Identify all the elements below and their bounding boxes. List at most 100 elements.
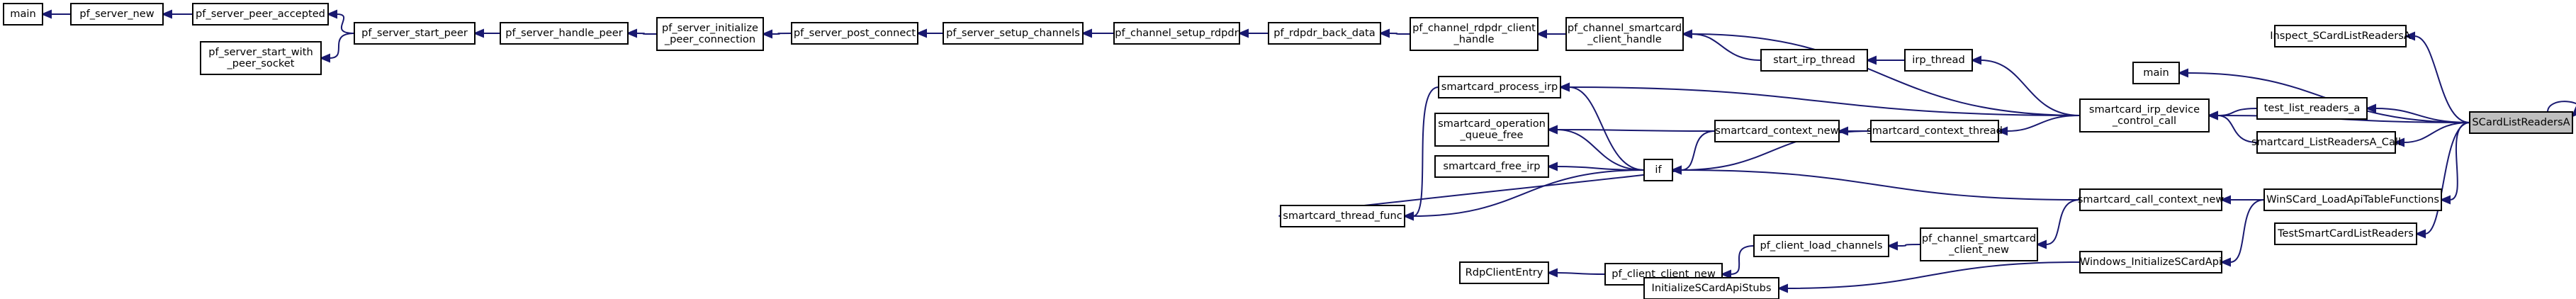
edge-arrowhead [626, 28, 637, 38]
graph-node-winscard-loadapitablefunctions[interactable]: WinSCard_LoadApiTableFunctions [2263, 188, 2442, 211]
node-label: if [1655, 164, 1662, 176]
graph-node-pf-server-start-with-peer-socket[interactable]: pf_server_start_with_peer_socket [200, 41, 322, 75]
edge-line [2375, 108, 2470, 123]
node-label: pf_server_start_peer [361, 27, 468, 39]
node-label: pf_server_setup_channels [946, 27, 1080, 39]
graph-node-smartcard-irp-device-control-call[interactable]: smartcard_irp_device_control_call [2079, 98, 2210, 132]
edge-line [2045, 199, 2081, 245]
graph-node-pf-channel-smartcard-client-new[interactable]: pf_channel_smartcard_client_new [1920, 227, 2038, 261]
graph-node-pf-server-start-peer[interactable]: pf_server_start_peer [354, 22, 476, 45]
graph-node-pf-server-peer-accepted[interactable]: pf_server_peer_accepted [192, 3, 329, 26]
graph-node-smartcard-context-thread[interactable]: smartcard_context_thread [1867, 120, 2003, 142]
graph-node-testsmartcardlistreaders[interactable]: TestSmartCardListReaders [2274, 222, 2417, 245]
node-label: smartcard_operation [1438, 118, 1546, 130]
graph-edge [473, 28, 500, 38]
graph-node-initializescardapistubs[interactable]: InitializeSCardApiStubs [1643, 277, 1779, 299]
graph-node-smartcard-operation-queue-free[interactable]: smartcard_operation_queue_free [1434, 113, 1549, 147]
edge-line [2414, 35, 2470, 123]
graph-node-pf-rdpdr-back-data[interactable]: pf_rdpdr_back_data [1268, 22, 1381, 45]
graph-node-pf-client-load-channels[interactable]: pf_client_load_channels [1753, 235, 1889, 257]
node-label: WinSCard_LoadApiTableFunctions [2266, 193, 2439, 205]
graph-node-pf-channel-smartcard-client-handle[interactable]: pf_channel_smartcard_client_handle [1565, 17, 1684, 51]
node-box [656, 17, 764, 51]
node-box [2263, 188, 2442, 211]
edge-arrowhead [1546, 162, 1558, 171]
edge-arrowhead [2220, 257, 2231, 267]
edge-line [1412, 86, 1439, 217]
graph-node-pf-server-setup-channels[interactable]: pf_server_setup_channels [943, 22, 1084, 45]
edge-arrowhead [2439, 195, 2451, 205]
edge-arrowhead [2035, 239, 2047, 249]
edge-arrowhead [473, 28, 484, 38]
graph-node-pf-channel-setup-rdpdr[interactable]: pf_channel_setup_rdpdr [1113, 22, 1240, 45]
edge-line [2449, 122, 2470, 201]
graph-node-test-list-readers-a[interactable]: test_list_readers_a [2256, 97, 2368, 120]
edge-line [1980, 60, 2081, 116]
graph-node-rdpcliententry[interactable]: RdpClientEntry [1459, 261, 1549, 284]
graph-node-pf-server-post-connect[interactable]: pf_server_post_connect [791, 22, 918, 45]
graph-node-pf-channel-rdpdr-client-handle[interactable]: pf_channel_rdpdr_client_handle [1410, 17, 1539, 51]
graph-edge [2414, 122, 2470, 239]
graph-node-inspect-scardlistreadersa[interactable]: Inspect_SCardListReadersA [2270, 25, 2411, 47]
node-label: smartcard_thread_func [1283, 210, 1402, 222]
node-label: _peer_connection [664, 33, 755, 45]
graph-edge [2547, 101, 2576, 118]
graph-node-main2[interactable]: main [2132, 62, 2180, 84]
edge-line [1787, 261, 2081, 289]
graph-node-smartcard-process-irp[interactable]: smartcard_process_irp [1438, 76, 1561, 98]
graph-node-start-irp-thread[interactable]: start_irp_thread [1760, 49, 1868, 72]
graph-edge [761, 29, 792, 39]
graph-node-smartcard-call-context-new[interactable]: smartcard_call_context_new [2078, 188, 2225, 211]
edge-line [1556, 129, 1645, 171]
node-label: pf_channel_smartcard [1568, 22, 1682, 34]
graph-node-smartcard-thread-func[interactable]: smartcard_thread_func [1280, 205, 1405, 227]
node-box [1904, 49, 1973, 72]
node-label: smartcard_free_irp [1443, 160, 1540, 172]
graph-edge [2220, 195, 2265, 205]
graph-node-pf-server-initialize-peer-connection[interactable]: pf_server_initialize_peer_connection [656, 17, 764, 51]
graph-node-smartcard-free-irp[interactable]: smartcard_free_irp [1434, 155, 1549, 178]
graph-node-windows-initializescardapi[interactable]: Windows_InitializeSCardApi [2079, 251, 2222, 273]
graph-edge [2035, 199, 2081, 249]
graph-edge [40, 9, 72, 19]
graph-edge [2365, 103, 2470, 123]
node-label: pf_server_initialize [662, 22, 758, 34]
graph-edge [1886, 241, 1921, 251]
edge-arrowhead [2393, 137, 2405, 147]
graph-node-smartcard-listreadersa-call[interactable]: smartcard_ListReadersA_Call [2251, 131, 2401, 154]
edge-line [1691, 33, 2081, 116]
node-box [500, 22, 629, 45]
edge-arrowhead [1546, 125, 1558, 135]
node-box [2079, 98, 2210, 132]
node-box [1920, 227, 2038, 261]
node-label: _peer_socket [226, 57, 294, 69]
node-box [1268, 22, 1381, 45]
graph-node-irp-thread[interactable]: irp_thread [1904, 49, 1973, 72]
graph-node-if[interactable]: if [1643, 159, 1673, 181]
graph-edge [1996, 115, 2081, 136]
edge-line [2424, 122, 2470, 235]
graph-edge [1720, 245, 1755, 279]
node-label: pf_server_post_connect [794, 27, 916, 39]
graph-edges [40, 9, 2576, 293]
node-box [1753, 235, 1889, 257]
node-label: _control_call [2112, 115, 2176, 127]
edge-arrowhead [1081, 28, 1092, 38]
graph-node-pf-server-new[interactable]: pf_server_new [70, 3, 164, 26]
edge-line [1680, 130, 1716, 171]
node-label: test_list_readers_a [2264, 102, 2361, 114]
edge-line [1556, 129, 1716, 132]
graph-node-scardlistreadersa[interactable]: SCardListReadersA [2469, 111, 2573, 134]
graph-node-main1[interactable]: main [3, 3, 43, 26]
graph-edge [1546, 125, 1645, 171]
node-label: pf_server_handle_peer [505, 27, 622, 39]
edge-arrowhead [1886, 241, 1898, 251]
node-box [1434, 113, 1549, 147]
graph-node-smartcard-context-new[interactable]: smartcard_context_new [1714, 120, 1840, 142]
graph-node-pf-server-handle-peer[interactable]: pf_server_handle_peer [500, 22, 629, 45]
node-box [1714, 120, 1840, 142]
node-box [2132, 62, 2180, 84]
edge-line [771, 33, 792, 35]
edge-arrowhead [319, 53, 330, 63]
edge-arrowhead [2207, 111, 2218, 120]
